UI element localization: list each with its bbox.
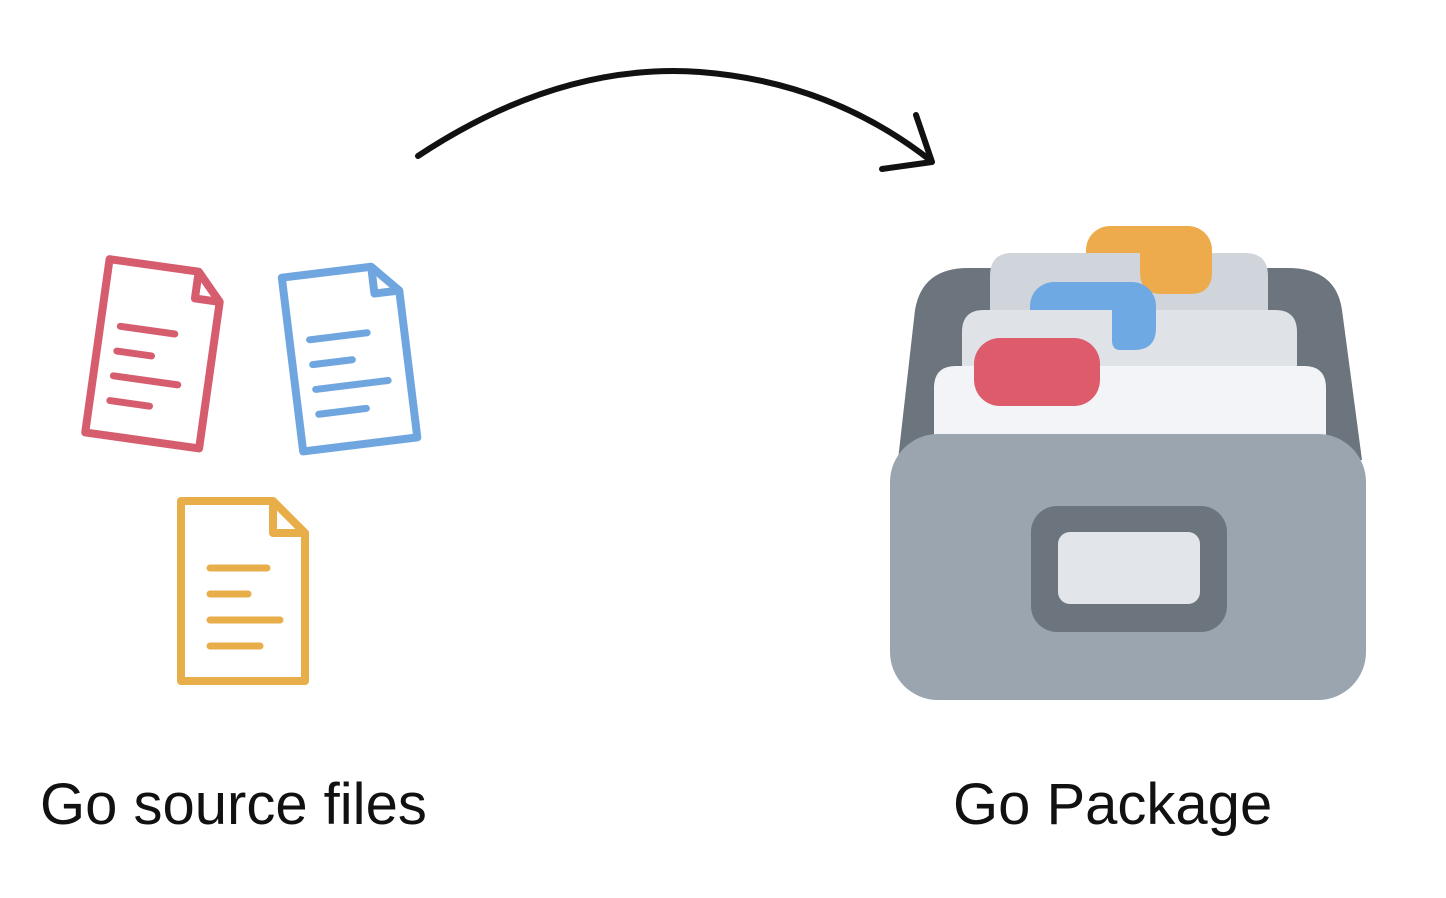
source-files-label: Go source files <box>40 772 427 837</box>
document-icon <box>177 497 309 685</box>
package-label: Go Package <box>953 772 1273 837</box>
card-file-box-icon <box>890 226 1366 700</box>
document-icon <box>81 255 224 453</box>
drawer-label-slot <box>1058 532 1200 604</box>
curved-arrow-icon <box>415 68 935 172</box>
document-icon <box>277 262 422 456</box>
